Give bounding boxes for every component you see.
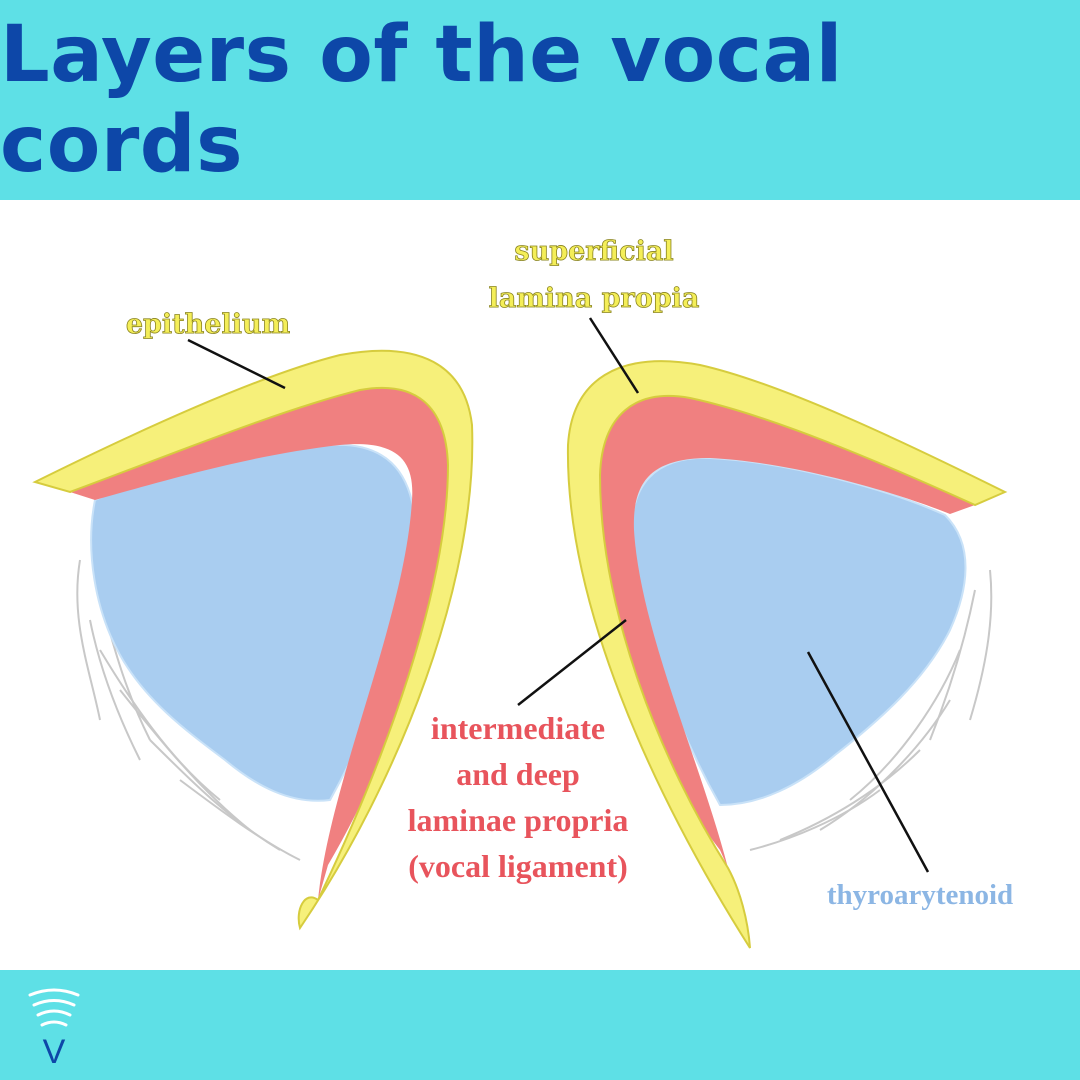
footer-band bbox=[0, 970, 1080, 1080]
logo-letter: V bbox=[43, 1033, 66, 1067]
brand-logo: V bbox=[28, 988, 80, 1067]
label-thyroarytenoid: thyroarytenoid bbox=[827, 879, 1013, 911]
leader-lines bbox=[187, 317, 930, 873]
label-superficial-line2: lamina propia bbox=[489, 283, 700, 314]
epithelium-right bbox=[566, 360, 1008, 949]
thyroarytenoid-muscle-right bbox=[630, 456, 967, 807]
label-epithelium: epithelium bbox=[126, 309, 290, 340]
vocal-cord-diagram: epithelium superficial lamina propia int… bbox=[32, 236, 1013, 949]
label-intermediate-line2: and deep bbox=[456, 756, 580, 792]
label-superficial-line1: superficial bbox=[514, 236, 673, 267]
label-intermediate-line4: (vocal ligament) bbox=[408, 848, 628, 884]
right-vocal-fold bbox=[566, 360, 1008, 949]
sound-wave-icon bbox=[28, 988, 80, 1027]
left-vocal-fold bbox=[32, 349, 474, 931]
leader-superficial bbox=[588, 317, 640, 394]
label-intermediate-line3: laminae propria bbox=[408, 802, 629, 838]
epithelium-left bbox=[32, 349, 474, 931]
leader-epithelium bbox=[187, 338, 286, 390]
lamina-propria-right bbox=[600, 395, 975, 868]
leader-thyroarytenoid bbox=[806, 651, 930, 873]
page-title: Layers of the vocal cords bbox=[0, 10, 843, 190]
lamina-propria-left bbox=[70, 387, 449, 901]
header-band bbox=[0, 0, 1080, 200]
tissue-sketch-right bbox=[749, 569, 993, 851]
leader-intermediate bbox=[517, 619, 627, 706]
label-intermediate-line1: intermediate bbox=[431, 710, 605, 746]
